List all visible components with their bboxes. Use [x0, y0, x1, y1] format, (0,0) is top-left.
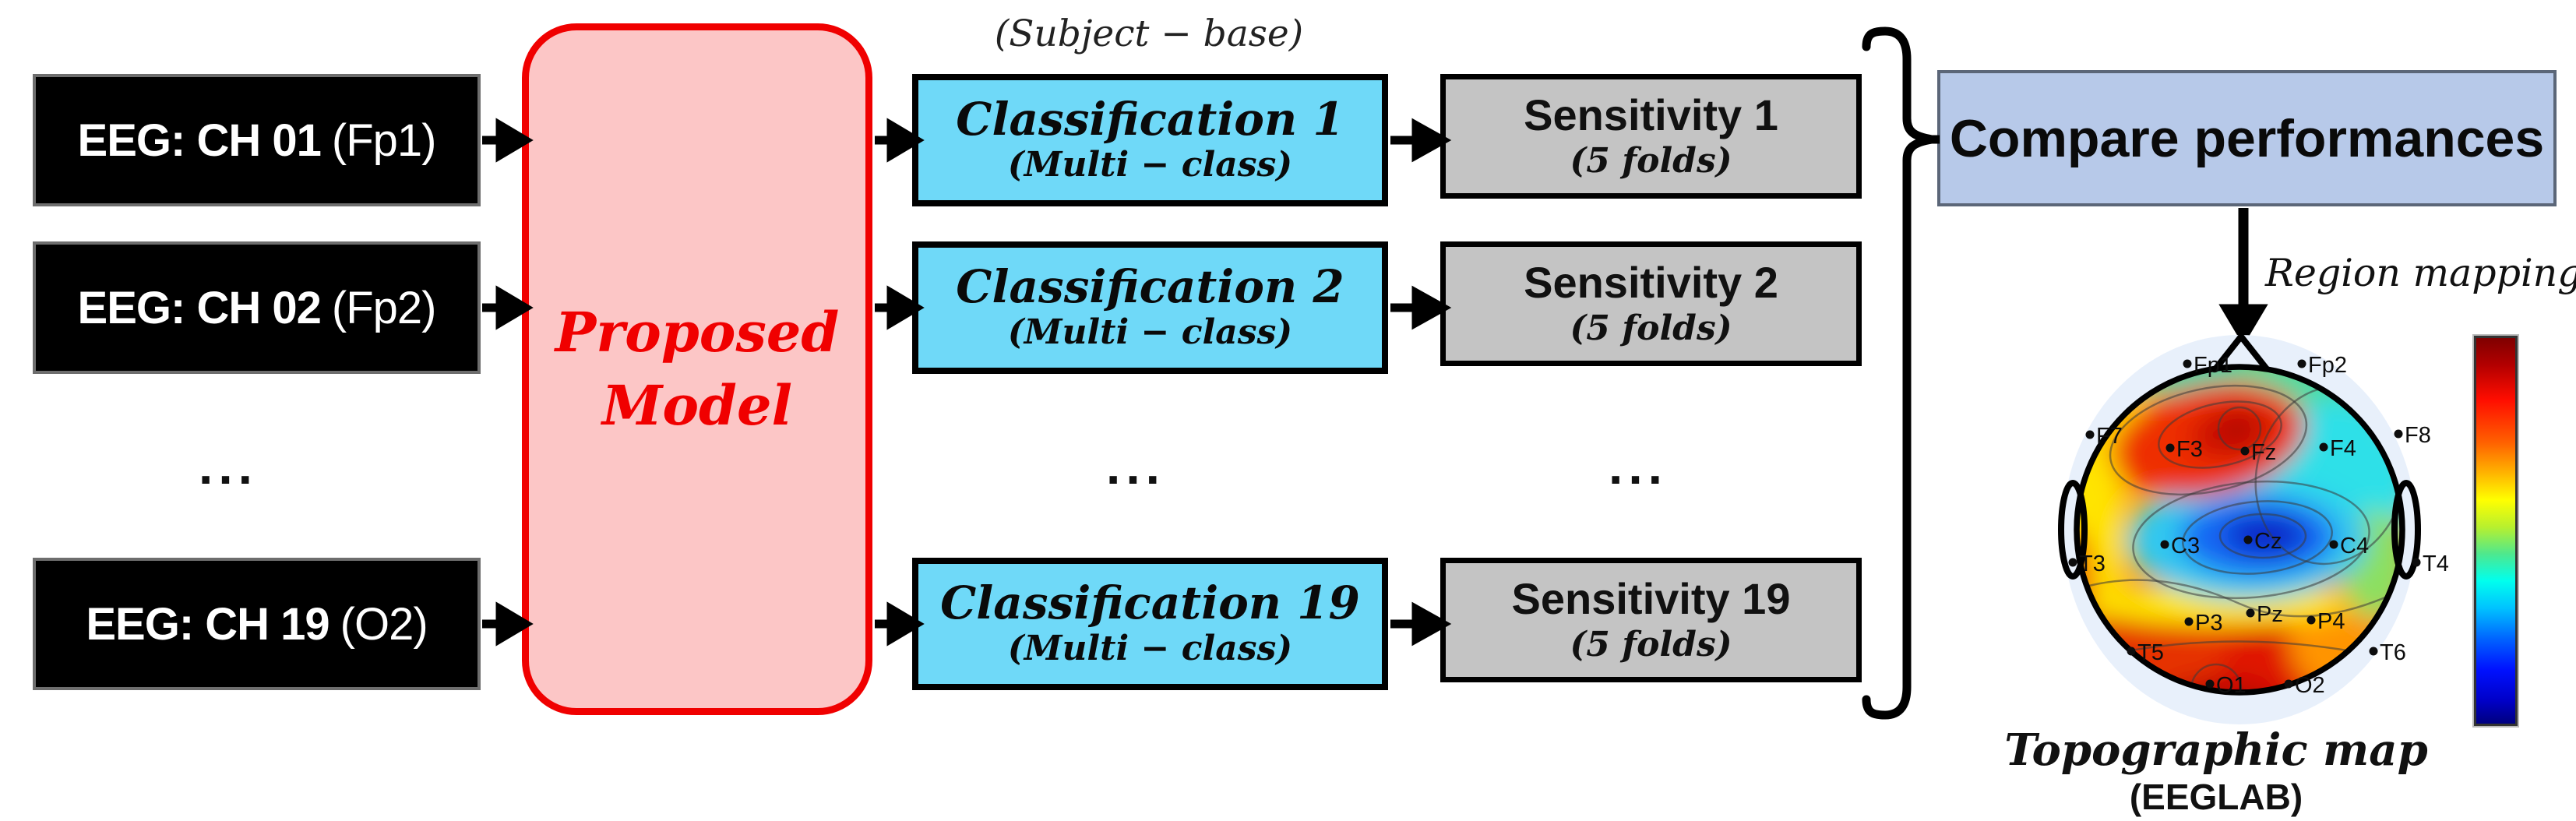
- electrode-dot-Fz: [2240, 446, 2250, 456]
- electrode-dot-Cz: [2243, 535, 2253, 544]
- head-outline: [2074, 364, 2405, 696]
- brace-sensitivities: [1862, 26, 1933, 720]
- arrow-model-to-cls2: [875, 285, 925, 330]
- model-label-line2: Model: [601, 373, 793, 438]
- input-label-main: EEG: CH 19: [86, 598, 329, 650]
- nose-icon: [2211, 333, 2271, 372]
- classification-title: Classification 1: [956, 92, 1344, 146]
- classification-box-1: Classification 1 (Multi − class): [912, 74, 1388, 206]
- sensitivities-ellipsis: ...: [1609, 437, 1669, 495]
- electrode-dot-F4: [2319, 442, 2328, 452]
- model-label-line1: Proposed: [555, 299, 840, 365]
- input-label-main: EEG: CH 02: [77, 282, 322, 333]
- proposed-model-box: Proposed Model: [522, 23, 872, 715]
- input-label-channel: (O2): [340, 598, 428, 650]
- electrode-dot-Fp2: [2297, 359, 2306, 368]
- classification-box-19: Classification 19 (Multi − class): [912, 558, 1388, 690]
- electrode-dot-O2: [2284, 679, 2293, 689]
- electrode-label-F4: F4: [2330, 436, 2356, 461]
- classification-subtitle: (Multi − class): [1007, 312, 1293, 352]
- electrode-label-Fz: Fz: [2251, 440, 2276, 465]
- electrode-label-F7: F7: [2096, 424, 2123, 449]
- electrode-label-P3: P3: [2195, 611, 2222, 636]
- electrode-label-Pz: Pz: [2257, 602, 2283, 627]
- electrode-label-Fp2: Fp2: [2308, 353, 2347, 378]
- electrode-label-P4: P4: [2317, 609, 2345, 634]
- topomap-caption-tool: (EEGLAB): [2129, 777, 2303, 817]
- right-ear-icon: [2391, 480, 2421, 580]
- electrode-label-C3: C3: [2171, 534, 2200, 558]
- topomap-caption: Topographic map: [2004, 724, 2428, 776]
- arrow-input2-to-model: [482, 285, 534, 330]
- left-ear-icon: [2058, 480, 2088, 580]
- sensitivity-box-2: Sensitivity 2 (5 folds): [1440, 241, 1862, 366]
- electrode-label-F3: F3: [2176, 437, 2203, 462]
- electrode-dot-T4: [2412, 558, 2421, 567]
- electrode-label-T3: T3: [2079, 551, 2106, 576]
- sensitivity-subtitle: (5 folds): [1570, 140, 1732, 181]
- sensitivity-box-1: Sensitivity 1 (5 folds): [1440, 74, 1862, 199]
- input-label-channel: (Fp1): [331, 115, 437, 166]
- compare-label: Compare performances: [1949, 108, 2545, 168]
- arrow-cls19-to-sens19: [1390, 601, 1452, 647]
- input-box-ch19: EEG: CH 19 (O2): [33, 558, 481, 690]
- electrode-label-Cz: Cz: [2254, 529, 2282, 554]
- input-label-main: EEG: CH 01: [77, 115, 322, 166]
- electrode-dot-T6: [2369, 647, 2378, 656]
- sensitivity-title: Sensitivity 2: [1524, 258, 1778, 308]
- classification-subtitle: (Multi − class): [1007, 144, 1293, 185]
- sensitivity-title: Sensitivity 1: [1524, 90, 1778, 140]
- electrode-label-F8: F8: [2405, 423, 2431, 448]
- arrow-input1-to-model: [482, 118, 534, 163]
- electrode-dot-Fp1: [2183, 359, 2192, 368]
- electrode-dot-F3: [2165, 443, 2175, 453]
- electrode-label-Fp1: Fp1: [2194, 353, 2232, 378]
- electrode-label-T6: T6: [2380, 640, 2406, 665]
- classification-subtitle: (Multi − class): [1007, 628, 1293, 668]
- region-mapping-label: Region mapping: [2265, 251, 2576, 295]
- arrow-model-to-cls19: [875, 601, 925, 647]
- classifications-ellipsis: ...: [1106, 437, 1166, 495]
- electrode-label-T4: T4: [2423, 551, 2449, 576]
- sensitivity-subtitle: (5 folds): [1570, 624, 1732, 664]
- input-box-ch01: EEG: CH 01 (Fp1): [33, 74, 481, 206]
- arrow-input3-to-model: [482, 601, 534, 647]
- electrode-dot-T3: [2068, 558, 2077, 567]
- input-box-ch02: EEG: CH 02 (Fp2): [33, 241, 481, 374]
- electrode-dot-C4: [2329, 540, 2338, 549]
- classification-title: Classification 2: [956, 259, 1344, 313]
- arrow-compare-to-topomap: [2218, 208, 2268, 346]
- electrode-dot-O1: [2205, 679, 2215, 689]
- electrode-label-C4: C4: [2340, 534, 2369, 558]
- electrode-dot-F8: [2394, 429, 2403, 439]
- classification-title: Classification 19: [940, 576, 1360, 629]
- electrode-label-O1: O1: [2216, 673, 2247, 698]
- electrode-label-O2: O2: [2295, 673, 2325, 698]
- classification-box-2: Classification 2 (Multi − class): [912, 241, 1388, 374]
- arrow-model-to-cls1: [875, 118, 925, 163]
- inputs-ellipsis: ...: [199, 437, 259, 495]
- electrode-dot-T5: [2127, 647, 2136, 656]
- electrode-dot-Pz: [2246, 608, 2255, 618]
- sensitivity-box-19: Sensitivity 19 (5 folds): [1440, 558, 1862, 682]
- electrode-label-T5: T5: [2137, 640, 2164, 665]
- colorbar: [2474, 336, 2518, 726]
- arrow-cls1-to-sens1: [1390, 118, 1452, 163]
- electrode-dot-C3: [2160, 540, 2169, 549]
- sensitivity-title: Sensitivity 19: [1511, 574, 1791, 624]
- input-label-channel: (Fp2): [331, 282, 437, 333]
- electrode-dot-P4: [2306, 615, 2316, 625]
- electrode-dot-F7: [2085, 430, 2095, 439]
- electrode-dot-P3: [2184, 617, 2194, 626]
- subject-base-label: (Subject − base): [994, 12, 1304, 55]
- sensitivity-subtitle: (5 folds): [1570, 308, 1732, 348]
- arrow-cls2-to-sens2: [1390, 285, 1452, 330]
